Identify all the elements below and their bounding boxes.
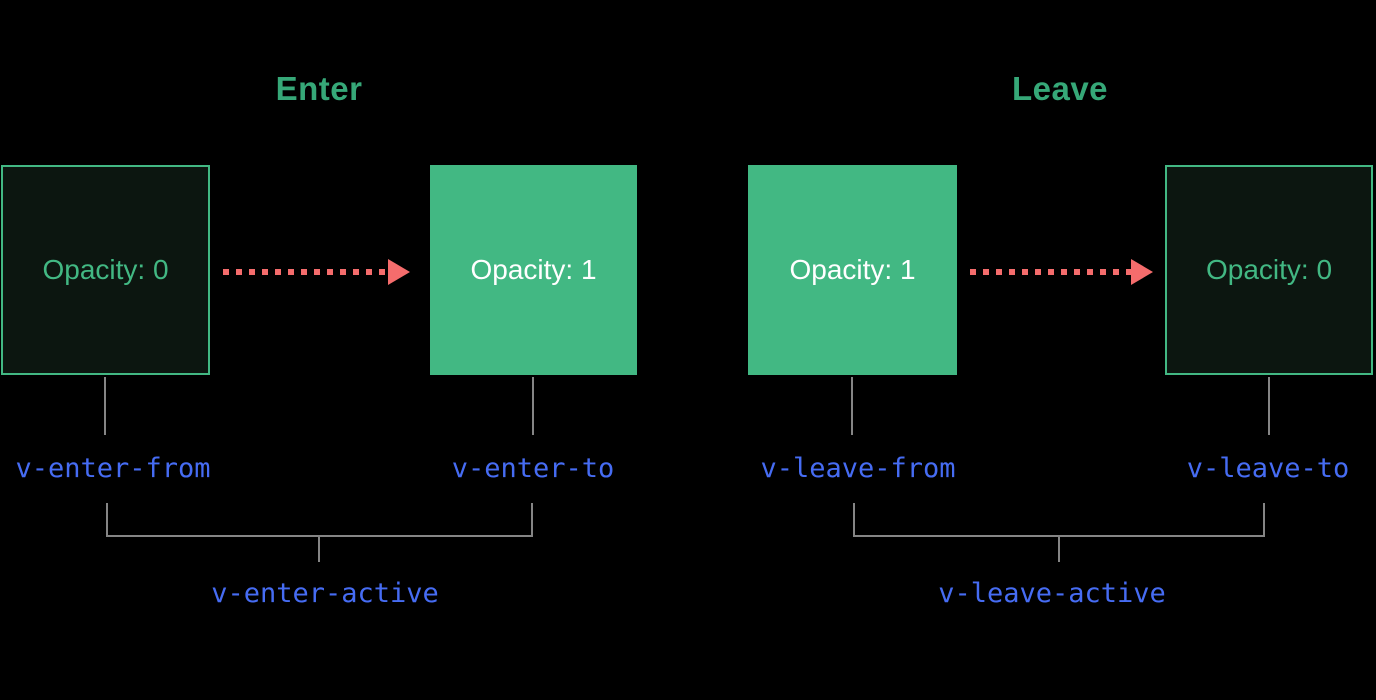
connector-line	[104, 377, 106, 435]
connector-line	[1268, 377, 1270, 435]
class-label-from: v-leave-from	[760, 453, 956, 484]
state-box-from: Opacity: 1	[748, 165, 957, 375]
opacity-label: Opacity: 1	[470, 254, 597, 285]
connector-line	[851, 377, 853, 435]
connector-line	[532, 377, 534, 435]
active-range-bracket	[106, 503, 533, 537]
bracket-stem	[318, 537, 320, 562]
class-label-from: v-enter-from	[15, 453, 211, 484]
section-title: Enter	[275, 70, 363, 107]
opacity-label: Opacity: 0	[42, 254, 169, 285]
transition-arrow-line	[223, 269, 390, 275]
active-range-bracket	[853, 503, 1265, 537]
section-title: Leave	[1011, 70, 1109, 107]
bracket-stem	[1058, 537, 1060, 562]
class-label-to: v-enter-to	[451, 453, 615, 484]
leave-section: Leave Opacity: 1 Opacity: 0 v-leave-from…	[688, 0, 1376, 700]
class-label-to: v-leave-to	[1186, 453, 1350, 484]
state-box-from: Opacity: 0	[1, 165, 210, 375]
opacity-label: Opacity: 0	[1205, 254, 1333, 285]
arrowhead-icon	[1131, 259, 1153, 285]
enter-section: Enter Opacity: 0 Opacity: 1 v-enter-from…	[1, 70, 637, 609]
class-label-active: v-leave-active	[938, 578, 1166, 609]
state-box-to: Opacity: 0	[1165, 165, 1373, 375]
state-box-to: Opacity: 1	[430, 165, 637, 375]
class-label-active: v-enter-active	[211, 578, 439, 609]
transition-arrow-line	[970, 269, 1131, 275]
arrowhead-icon	[388, 259, 410, 285]
opacity-label: Opacity: 1	[789, 254, 916, 285]
